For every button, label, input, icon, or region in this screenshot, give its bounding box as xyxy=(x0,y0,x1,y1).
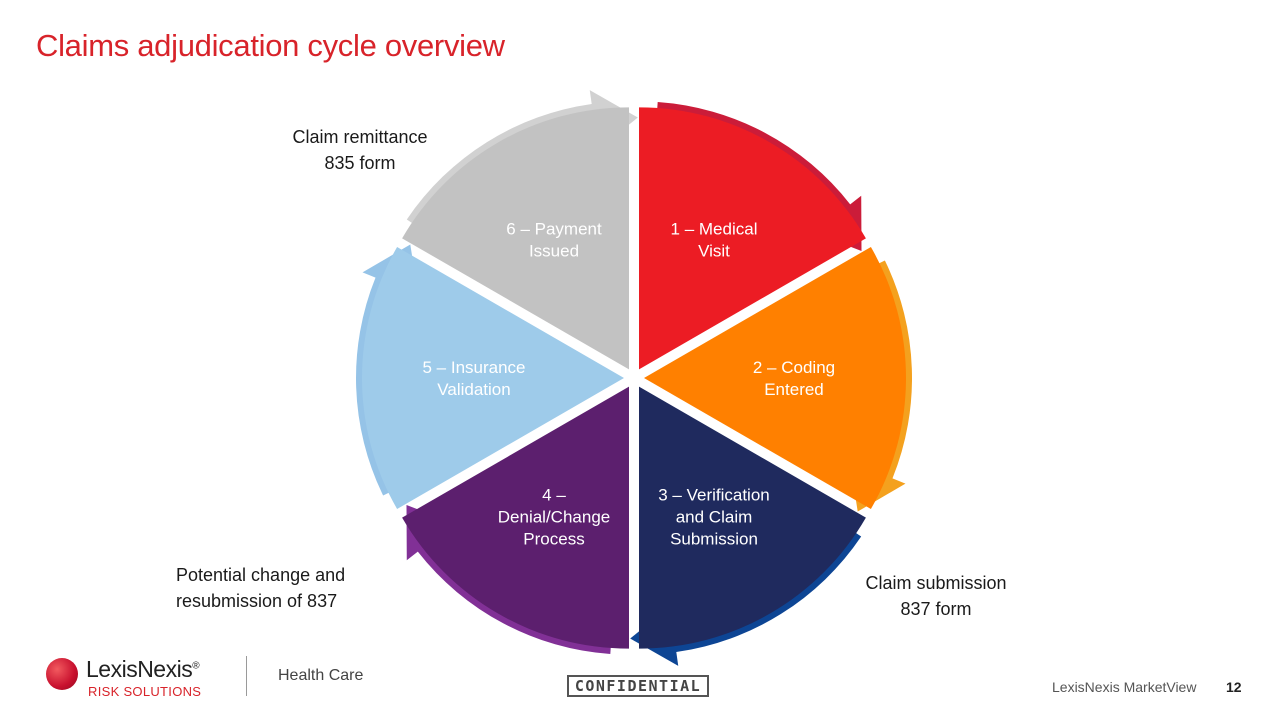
footer-source: LexisNexis MarketView xyxy=(1052,679,1197,695)
note-potential-change: Potential change and resubmission of 837 xyxy=(176,565,346,611)
wedge-step-6 xyxy=(402,107,629,370)
note-claim-submission: Claim submission 837 form xyxy=(865,573,1007,619)
wedge-step-5 xyxy=(362,247,624,509)
confidential-stamp: CONFIDENTIAL xyxy=(567,675,709,697)
footer-divider xyxy=(246,656,247,696)
page-number: 12 xyxy=(1226,679,1242,695)
wedge-step-2 xyxy=(644,247,906,509)
logo-subtitle: RISK SOLUTIONS xyxy=(88,684,202,699)
wedge-step-4 xyxy=(402,386,629,649)
lexisnexis-logo: LexisNexis® RISK SOLUTIONS xyxy=(46,654,246,702)
wedge-step-1 xyxy=(639,107,866,370)
logo-globe-icon xyxy=(46,658,78,690)
cycle-wedges xyxy=(362,107,906,649)
slide-title: Claims adjudication cycle overview xyxy=(36,28,505,63)
wedge-step-3 xyxy=(639,386,866,649)
note-claim-remittance: Claim remittance 835 form xyxy=(292,127,428,173)
business-unit: Health Care xyxy=(278,667,364,684)
